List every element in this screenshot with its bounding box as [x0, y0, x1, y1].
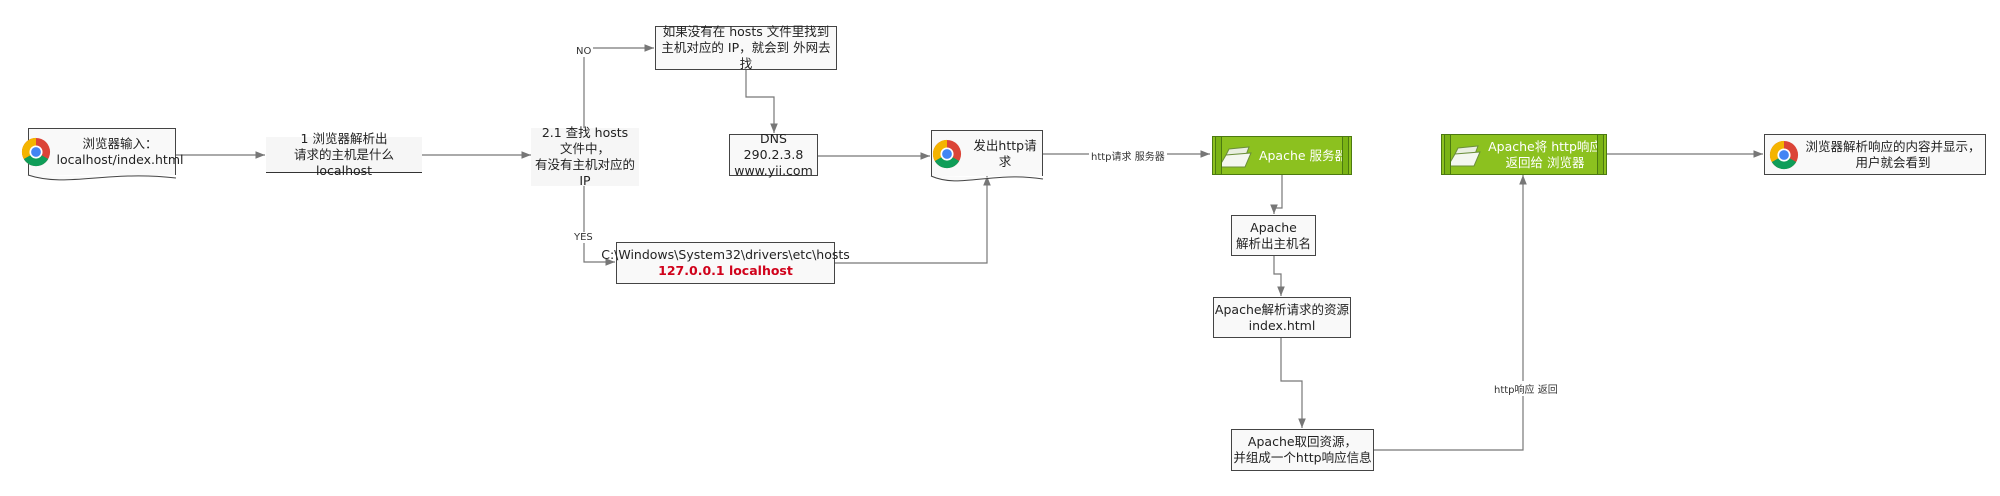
edge-find-yes — [583, 186, 615, 266]
node-label: Apache将 http响应 返回给 浏览器 — [1488, 138, 1602, 170]
edge-label-http-request-server: http请求 服务器 — [1089, 148, 1167, 163]
node-find-hosts: 2.1 查找 hosts 文件中， 有没有主机对应的IP — [531, 125, 639, 188]
edge-find-no — [583, 44, 654, 128]
node-label: 浏览器输入： localhost/index.html — [56, 136, 184, 167]
doc-wave — [27, 174, 177, 181]
hosts-file-path: C:\Windows\System32\drivers\etc\hosts — [601, 247, 850, 262]
server-folder-icon — [1218, 145, 1252, 167]
chrome-icon — [1770, 140, 1799, 169]
node-send-http: 发出http请求 — [931, 130, 1043, 176]
edge-notfound-to-dns — [745, 70, 778, 133]
node-dns: DNS 290.2.3.8 www.yii.com — [729, 131, 818, 178]
edge-fetch-to-return — [1374, 175, 1527, 451]
node-label: 发出http请求 — [973, 137, 1037, 169]
node-browser-display: 浏览器解析响应的内容并显示， 用户就会看到 — [1764, 134, 1986, 175]
edge-server-to-hostname — [1270, 175, 1283, 214]
node-label: 浏览器解析响应的内容并显示， 用户就会看到 — [1805, 138, 1981, 170]
node-apache-fetch: Apache取回资源， 并组成一个http响应信息 — [1231, 429, 1374, 471]
node-apache-server: Apache 服务器 — [1212, 136, 1352, 175]
node-not-found: 如果没有在 hosts 文件里找到 主机对应的 IP，就会到 外网去找 — [655, 24, 837, 71]
node-hosts-file: C:\Windows\System32\drivers\etc\hosts 12… — [601, 242, 850, 284]
node-label: Apache 服务器 — [1258, 147, 1348, 163]
node-parse-host: 1 浏览器解析出 请求的主机是什么 localhost — [266, 131, 422, 178]
edge-hostname-to-resource — [1273, 256, 1285, 296]
node-apache-hostname: Apache 解析出主机名 — [1231, 215, 1316, 256]
node-browser-input: 浏览器输入： localhost/index.html — [21, 128, 183, 175]
edge-hosts-to-send — [835, 176, 991, 264]
node-apache-return: Apache将 http响应 返回给 浏览器 — [1441, 134, 1607, 175]
edge-resource-to-fetch — [1280, 338, 1306, 428]
edge-label-yes: YES — [572, 232, 595, 243]
edge-label-http-response-return: http响应 返回 — [1492, 381, 1560, 396]
edge-label-no: NO — [574, 46, 594, 57]
chrome-icon — [21, 137, 50, 167]
hosts-file-entry: 127.0.0.1 localhost — [658, 263, 793, 278]
server-folder-icon — [1447, 144, 1481, 166]
doc-wave — [930, 175, 1044, 182]
chrome-icon — [932, 139, 962, 168]
node-apache-resource: Apache解析请求的资源 index.html — [1213, 297, 1351, 338]
